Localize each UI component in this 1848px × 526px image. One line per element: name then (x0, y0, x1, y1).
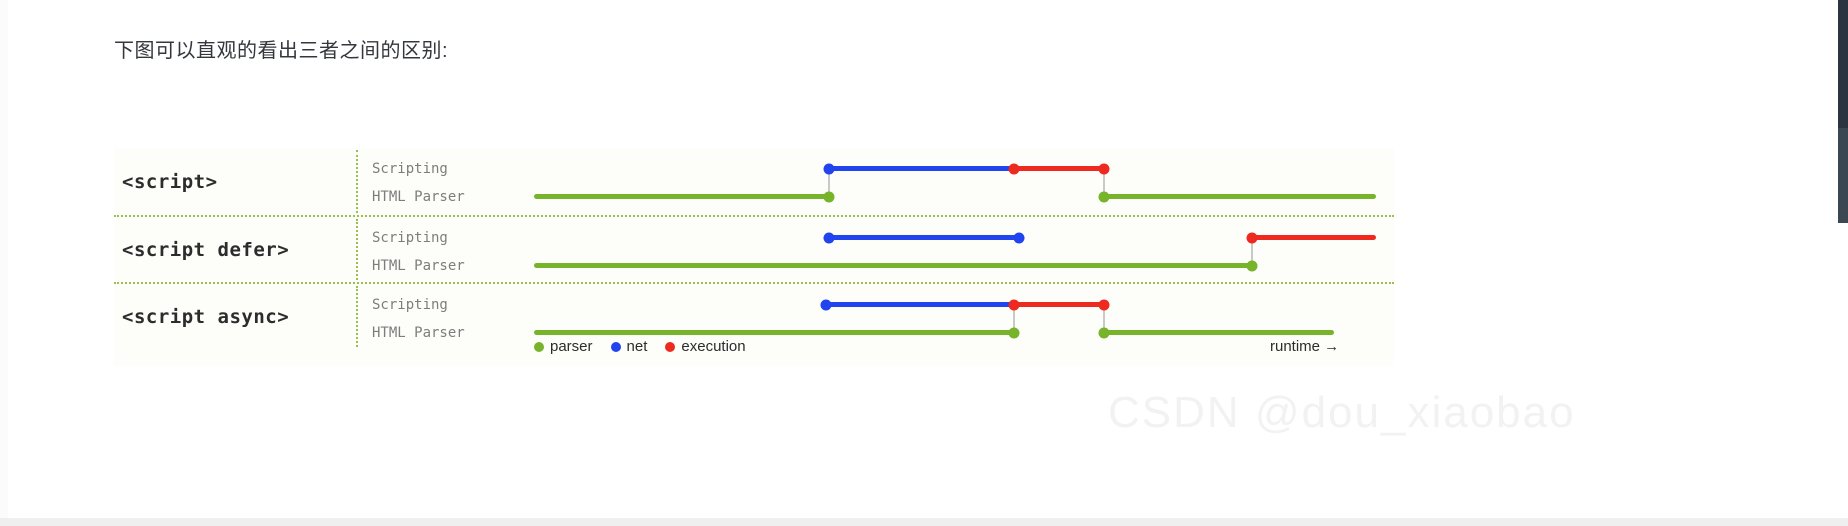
segment-execution (1252, 235, 1376, 240)
track-label-html-parser: HTML Parser (372, 258, 465, 274)
dot-execution-start (1246, 232, 1258, 243)
dot-parser-pause (823, 191, 835, 202)
timeline-row: <script async> Scripting HTML Parser (114, 282, 1394, 349)
segment-execution (1014, 166, 1104, 171)
timeline-track-area (534, 217, 1394, 282)
track-name-group: Scripting HTML Parser (372, 284, 532, 349)
segment-parser (534, 330, 1014, 335)
dot-net-end (1013, 232, 1025, 243)
legend-item-parser: parser (534, 338, 593, 355)
row-divider (356, 219, 358, 280)
dot-parser-resume (1098, 191, 1110, 202)
track-label-html-parser: HTML Parser (372, 189, 465, 205)
page-left-rail (0, 0, 8, 526)
timeline-track-area (534, 148, 1394, 215)
scrollbar-thumb[interactable] (1838, 128, 1848, 223)
track-label-scripting: Scripting (372, 297, 448, 313)
row-label-script-defer: <script defer> (122, 238, 290, 261)
legend-dot-icon (665, 341, 676, 352)
connector-tick (1103, 304, 1105, 332)
timeline-track-area (534, 284, 1394, 349)
row-divider (356, 286, 358, 347)
page-heading: 下图可以直观的看出三者之间的区别: (114, 40, 449, 62)
scrollbar-track-top[interactable] (1838, 0, 1848, 128)
legend-label-parser: parser (550, 338, 593, 355)
dot-net-start (820, 299, 832, 310)
dot-parser-pause (1008, 327, 1020, 338)
scrollbar-track-bottom[interactable] (1838, 223, 1848, 526)
segment-net (826, 302, 1014, 307)
track-name-group: Scripting HTML Parser (372, 217, 532, 282)
axis-label-runtime: runtime → (1270, 338, 1340, 355)
row-label-script-async: <script async> (122, 305, 290, 328)
track-label-scripting: Scripting (372, 230, 448, 246)
legend-label-execution: execution (681, 338, 746, 355)
legend-dot-icon (534, 341, 544, 352)
segment-parser (1104, 194, 1376, 199)
dot-net-start (823, 232, 835, 243)
row-divider (356, 150, 358, 213)
connector-tick (1103, 168, 1105, 196)
timeline-row: <script> Scripting HTML Parser (114, 148, 1394, 215)
dot-parser-end (1246, 260, 1258, 271)
legend-dot-icon (610, 341, 621, 352)
legend-items: parser net execution (534, 338, 746, 355)
legend-item-execution: execution (665, 338, 746, 355)
segment-net (829, 166, 1014, 171)
legend-label-net: net (626, 338, 648, 355)
track-label-scripting: Scripting (372, 161, 448, 177)
dot-execution-end (1098, 163, 1110, 174)
dot-parser-resume (1098, 327, 1110, 338)
track-name-group: Scripting HTML Parser (372, 148, 532, 215)
legend-item-net: net (610, 338, 648, 355)
connector-tick (1251, 237, 1253, 265)
segment-parser (534, 194, 829, 199)
script-loading-timeline-diagram: <script> Scripting HTML Parser <script d… (114, 148, 1394, 366)
dot-execution-start (1008, 163, 1020, 174)
connector-tick (1013, 304, 1015, 332)
segment-parser (534, 263, 1252, 268)
timeline-row: <script defer> Scripting HTML Parser (114, 215, 1394, 282)
row-label-script: <script> (122, 170, 218, 193)
dot-net-start (823, 163, 835, 174)
track-label-html-parser: HTML Parser (372, 325, 465, 341)
segment-execution (1014, 302, 1104, 307)
connector-tick (828, 168, 830, 196)
legend: parser net execution runtime → (114, 338, 1394, 366)
dot-execution-end (1098, 299, 1110, 310)
watermark: CSDN @dou_xiaobao (1108, 388, 1576, 437)
dot-execution-start (1008, 299, 1020, 310)
segment-parser (1104, 330, 1334, 335)
page-bottom-edge (0, 518, 1848, 526)
segment-net (829, 235, 1019, 240)
